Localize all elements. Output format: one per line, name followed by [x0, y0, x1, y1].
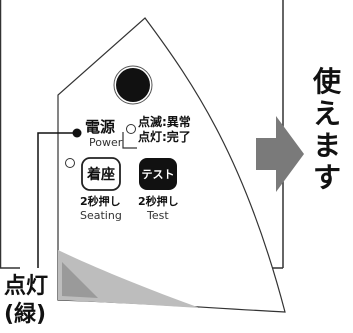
seating-led: [65, 158, 75, 168]
test-hint-jp: 2秒押し: [138, 195, 179, 208]
status-led: [126, 124, 136, 134]
seating-button[interactable]: 着座: [87, 167, 115, 183]
status-bracket: [122, 132, 137, 149]
status-text-lit: 点灯:完了: [138, 130, 191, 144]
test-button-shape: [139, 158, 177, 190]
result-char: す: [312, 161, 341, 194]
callout-green: (緑): [4, 302, 47, 327]
result-char: ま: [312, 129, 341, 162]
seating-hint-jp: 2秒押し: [80, 195, 121, 208]
result-char: え: [312, 97, 341, 130]
seating-hint-en: Seating: [80, 209, 122, 222]
result-char: 使: [312, 65, 341, 98]
power-label-en: Power: [89, 136, 123, 149]
panel-shadow-dark: [62, 262, 98, 298]
test-button[interactable]: テスト: [141, 168, 175, 181]
test-hint-en: Test: [147, 209, 169, 222]
sensor-eye: [116, 68, 150, 102]
power-label-jp: 電源: [85, 118, 116, 136]
result-text: 使 え ま す: [312, 66, 342, 194]
seating-button-shape: [81, 157, 121, 191]
sensor-ring: [113, 65, 153, 105]
callout-leader-line: [37, 132, 77, 268]
status-text-blink: 点滅:異常: [138, 115, 191, 129]
callout-lit: 点灯: [4, 274, 49, 299]
arrow-right-icon: [256, 116, 304, 192]
